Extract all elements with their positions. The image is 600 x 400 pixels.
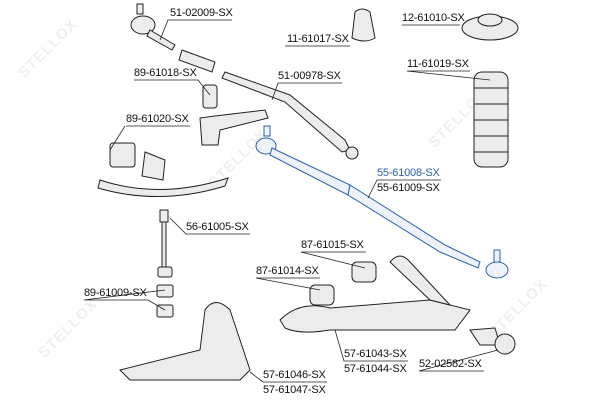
lower-arm-part	[119, 302, 251, 381]
arm-bushing-front-part	[309, 284, 335, 306]
stabilizer-bar-part	[97, 177, 229, 197]
strut-mount-part	[461, 13, 519, 41]
part-label: 87-61014-SX	[256, 265, 319, 277]
part-label: 52-02582-SX	[419, 358, 482, 370]
tie-rod-end-part	[130, 3, 216, 73]
part-label: 11-61017-SX	[287, 33, 349, 45]
stabilizer-bushing-part	[109, 142, 136, 168]
arm-bushing-rear-part	[351, 261, 377, 283]
part-label: 57-61046-SX	[263, 369, 326, 381]
part-label: 11-61019-SX	[407, 58, 469, 70]
part-label: 12-61010-SX	[402, 12, 465, 24]
part-label: 57-61047-SX	[263, 384, 326, 396]
center-link-part	[221, 71, 351, 153]
part-label: 89-61009-SX	[84, 287, 147, 299]
bump-stop-part	[351, 8, 376, 42]
part-label: 89-61020-SX	[126, 113, 189, 125]
part-label-highlighted: 55-61008-SX	[377, 167, 440, 179]
stabilizer-link-part	[156, 209, 174, 318]
ball-joint-part	[469, 327, 516, 355]
part-label: 57-61044-SX	[344, 363, 407, 375]
part-label: 51-02009-SX	[170, 7, 233, 19]
part-label: 51-00978-SX	[278, 70, 341, 82]
part-label: 57-61043-SX	[344, 348, 407, 360]
tie-rod-highlighted-part	[255, 125, 509, 279]
upper-arm-part	[279, 299, 471, 333]
idler-arm-part	[199, 109, 269, 146]
part-label: 55-61009-SX	[377, 182, 440, 194]
dust-boot-part	[473, 71, 509, 168]
part-label: 56-61005-SX	[186, 221, 249, 233]
part-label: 87-61015-SX	[301, 239, 364, 251]
part-label: 89-61018-SX	[134, 67, 197, 79]
